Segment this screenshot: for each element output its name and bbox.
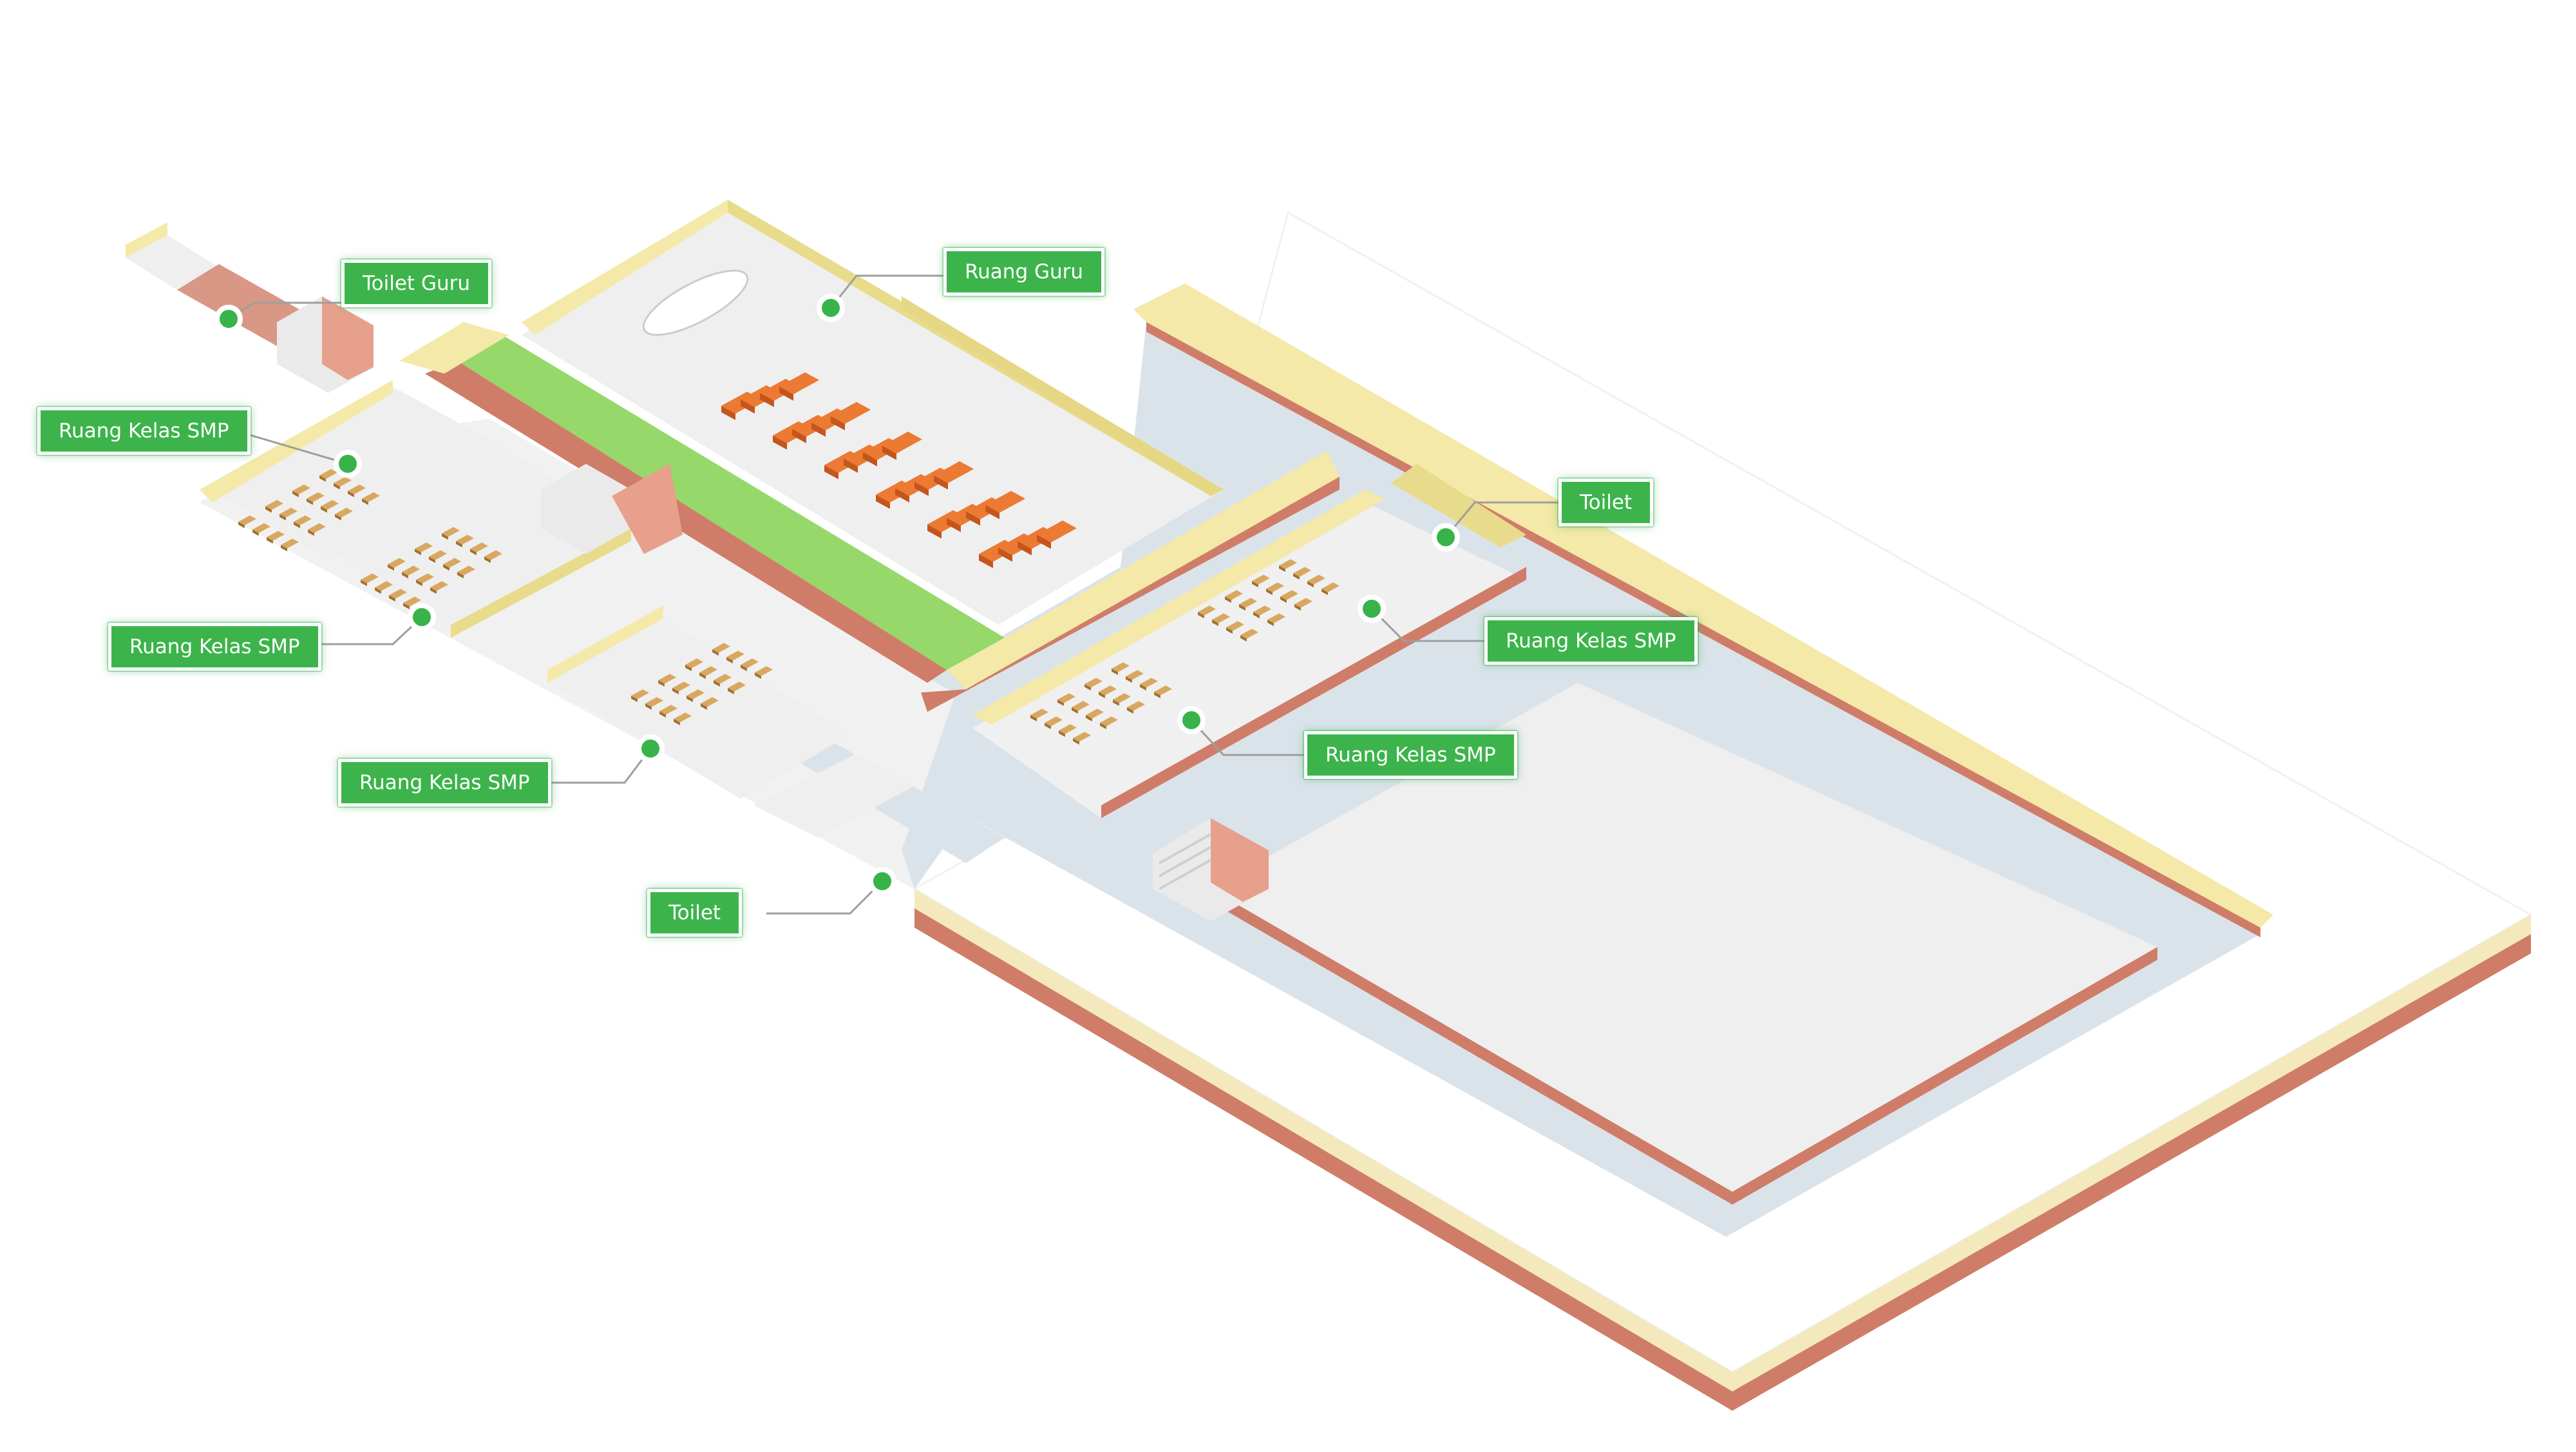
markers: [214, 294, 1460, 895]
leader-lines: [228, 274, 1558, 915]
label-kelas-1[interactable]: Ruang Kelas SMP: [37, 407, 251, 455]
stairs-left: [541, 464, 683, 554]
marker-kelas-2[interactable]: [408, 603, 436, 631]
marker-kelas-4[interactable]: [1358, 595, 1386, 623]
marker-toilet-1[interactable]: [868, 867, 896, 895]
label-kelas-3[interactable]: Ruang Kelas SMP: [338, 759, 551, 807]
left-classroom-cluster: [200, 380, 914, 837]
label-toilet-guru[interactable]: Toilet Guru: [341, 260, 492, 307]
marker-toilet-guru[interactable]: [214, 305, 243, 333]
sports-field: [1211, 683, 2157, 1205]
toilet-guru-building: [126, 222, 374, 393]
marker-toilet-2[interactable]: [1432, 523, 1460, 551]
label-kelas-2[interactable]: Ruang Kelas SMP: [108, 623, 321, 671]
label-kelas-4[interactable]: Ruang Kelas SMP: [1484, 617, 1698, 665]
marker-kelas-3[interactable]: [636, 734, 665, 763]
student-desks: [238, 469, 1340, 745]
marker-kelas-1[interactable]: [334, 450, 362, 478]
meeting-table: [642, 269, 749, 336]
teacher-desks: [721, 372, 1077, 568]
marker-kelas-5[interactable]: [1177, 706, 1206, 734]
label-toilet-1[interactable]: Toilet: [647, 889, 743, 937]
label-ruang-guru[interactable]: Ruang Guru: [943, 248, 1105, 296]
label-toilet-2[interactable]: Toilet: [1558, 479, 1654, 526]
marker-ruang-guru[interactable]: [817, 294, 845, 322]
right-classroom-block: [972, 464, 1526, 818]
stairs-field: [1153, 818, 1269, 921]
garden-strip: [399, 322, 1340, 712]
label-kelas-5[interactable]: Ruang Kelas SMP: [1304, 731, 1517, 779]
